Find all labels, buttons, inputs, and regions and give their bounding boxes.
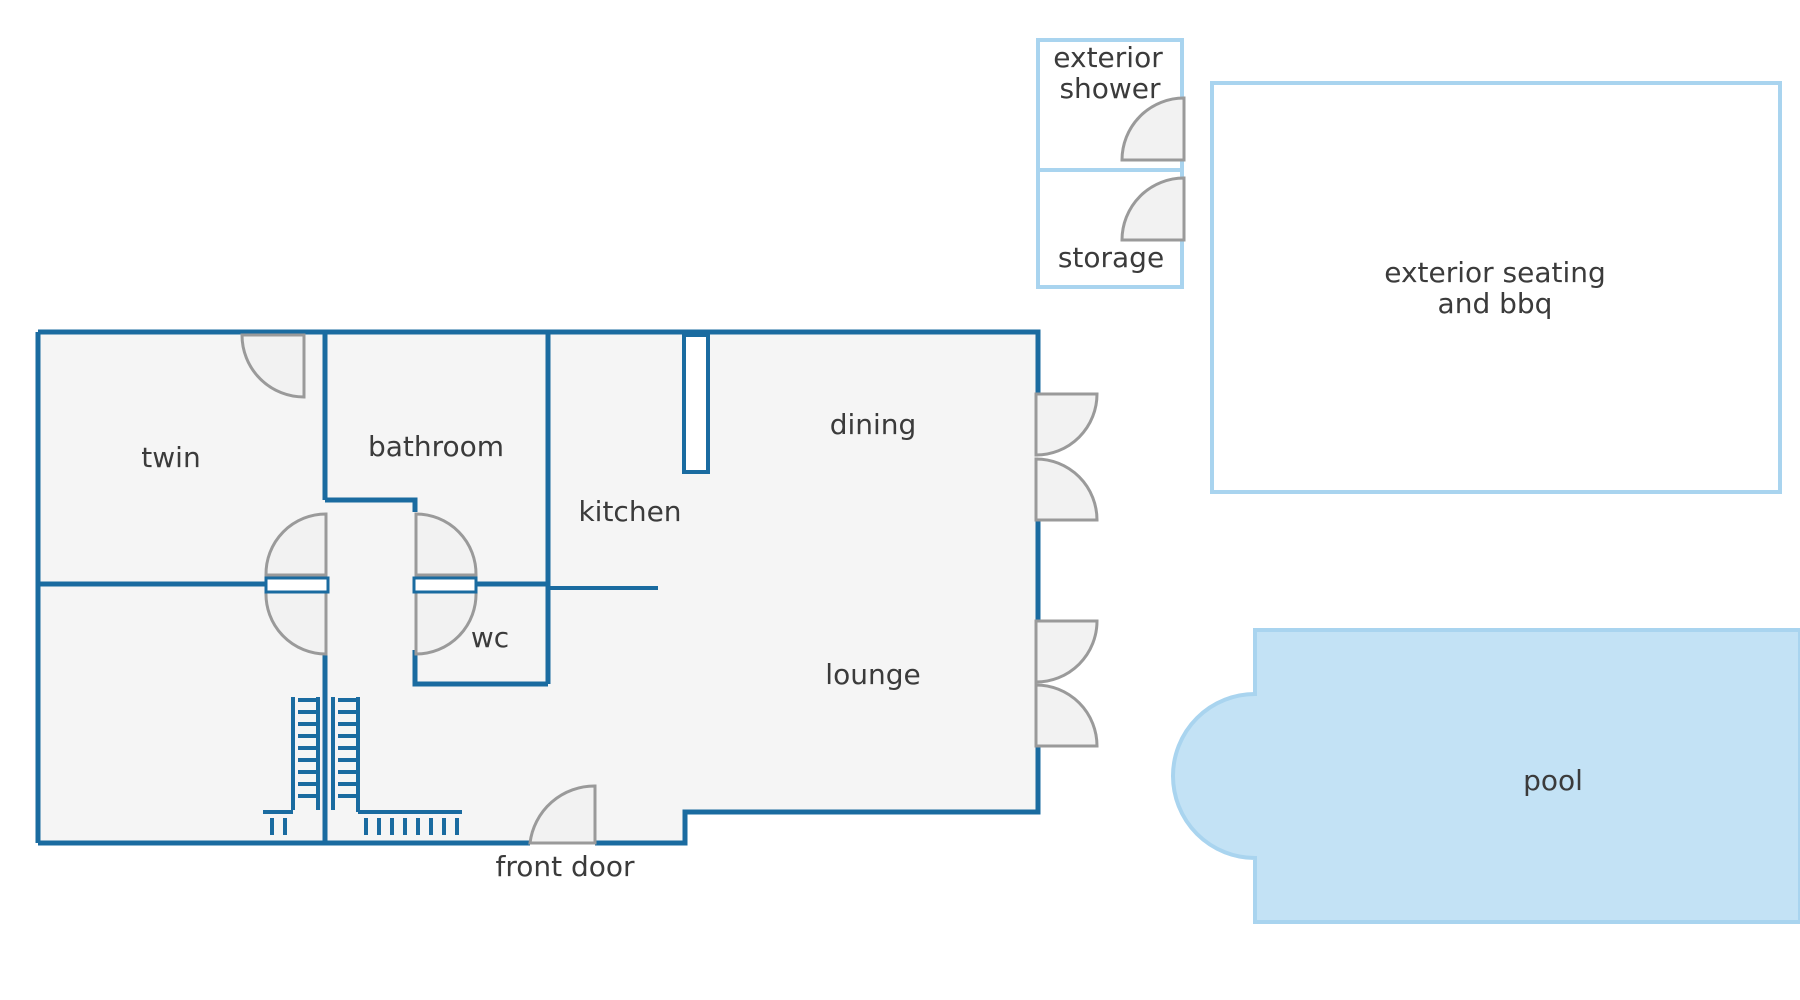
label-exterior-shower-line1: exterior (1053, 41, 1163, 74)
house-outer-wall (38, 329, 1041, 846)
label-exterior-seating-line2: and bbq (1438, 287, 1553, 320)
front-door-swing (528, 784, 597, 845)
label-wc: wc (471, 621, 509, 654)
twin-top-door-swing (240, 333, 306, 399)
staircase (263, 697, 462, 835)
label-pool: pool (1523, 764, 1583, 797)
label-bathroom: bathroom (368, 430, 504, 463)
twin-door-swing (264, 512, 328, 577)
bathroom-bottom-wall (325, 497, 418, 512)
exterior-seating-area (1210, 81, 1782, 494)
shower-door-swing (1120, 96, 1186, 162)
house-floor (38, 332, 1038, 843)
patio-doors-lounge (1034, 619, 1099, 748)
exterior-shower-storage-block (1036, 38, 1184, 289)
hall-wall-stub-left (264, 576, 330, 594)
patio-doors-dining (1034, 392, 1099, 522)
label-storage: storage (1058, 241, 1164, 274)
wc-wall (412, 650, 548, 687)
label-kitchen: kitchen (578, 495, 681, 528)
wc-door-swing (414, 590, 478, 656)
kitchen-partition (682, 333, 710, 474)
label-lounge: lounge (825, 658, 920, 691)
hall-wall-stub-right (412, 576, 478, 594)
bedroom-door-swing (264, 590, 328, 656)
label-exterior-shower-line2: shower (1059, 72, 1161, 105)
label-twin: twin (141, 441, 200, 474)
label-dining: dining (830, 408, 917, 441)
label-front-door: front door (495, 850, 635, 883)
pool-shape (1171, 628, 1800, 924)
storage-door-swing (1120, 176, 1186, 242)
label-exterior-seating-line1: exterior seating (1384, 256, 1606, 289)
bathroom-door-swing (414, 512, 478, 577)
